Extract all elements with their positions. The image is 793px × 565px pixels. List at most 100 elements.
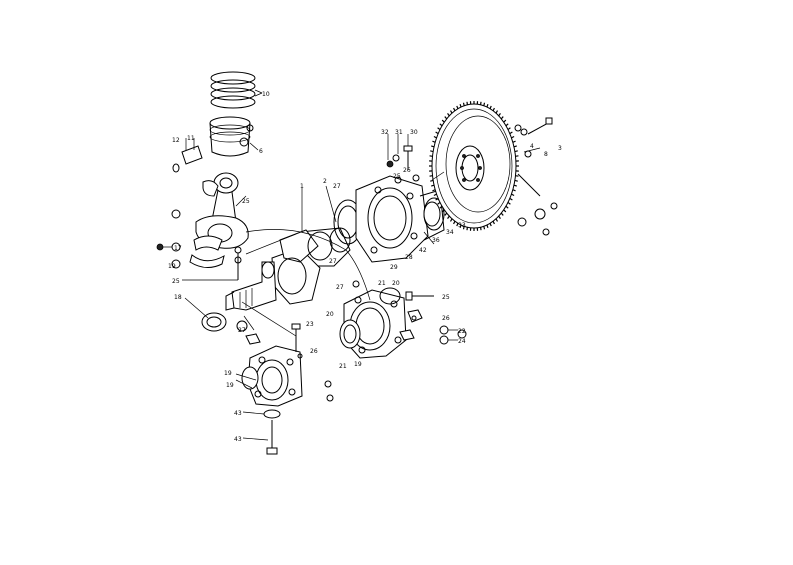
label-18: 18 xyxy=(174,294,182,301)
gear-tooth xyxy=(493,221,494,224)
gear-tooth xyxy=(454,108,455,111)
gear-tooth xyxy=(436,132,439,134)
gear-tooth xyxy=(484,103,485,106)
gear-tooth xyxy=(448,216,450,218)
gear-tooth xyxy=(434,194,437,195)
middle-housing-bolts xyxy=(400,292,466,344)
gear-tooth xyxy=(490,223,491,226)
label-3: 3 xyxy=(558,145,562,152)
label-21b: 21 xyxy=(339,363,347,370)
label-32: 32 xyxy=(381,129,389,136)
gear-tooth xyxy=(504,210,506,212)
gear-tooth xyxy=(510,198,513,200)
piston-rings xyxy=(211,72,262,108)
middle-bearing-housing xyxy=(340,281,406,358)
label-24: 24 xyxy=(458,338,466,345)
label-6: 6 xyxy=(259,148,263,155)
label-10: 10 xyxy=(262,91,270,98)
gear-tooth xyxy=(515,180,518,181)
gear-tooth xyxy=(450,111,452,114)
gear-tooth xyxy=(430,180,433,181)
label-27d: 27 xyxy=(238,327,246,334)
label-34: 34 xyxy=(446,229,454,236)
gear-tooth xyxy=(511,194,514,195)
gear-tooth xyxy=(506,124,508,126)
label-19b: 19 xyxy=(224,370,232,377)
label-19d: 19 xyxy=(168,263,176,270)
label-8: 8 xyxy=(544,151,548,158)
label-12: 12 xyxy=(172,137,180,144)
front-bearing-housing xyxy=(242,324,302,406)
gear-tooth xyxy=(513,141,516,142)
gear-tooth xyxy=(499,216,501,218)
gear-tooth xyxy=(450,219,452,222)
label-2: 2 xyxy=(323,178,327,185)
label-25d: 25 xyxy=(242,198,250,205)
gear-tooth xyxy=(506,206,508,208)
label-36: 36 xyxy=(432,237,440,244)
label-33: 33 xyxy=(458,222,466,229)
label-20a: 20 xyxy=(392,280,400,287)
gear-tooth xyxy=(493,108,494,111)
label-26a: 26 xyxy=(403,167,411,174)
gear-tooth xyxy=(463,103,464,106)
gear-tooth xyxy=(445,213,447,215)
label-31: 31 xyxy=(395,129,403,136)
gear-tooth xyxy=(457,106,458,109)
gear-tooth xyxy=(504,120,506,122)
piston xyxy=(210,117,258,156)
gear-tooth xyxy=(487,225,488,228)
gear-tooth xyxy=(438,128,440,130)
gear-tooth xyxy=(501,117,503,119)
label-26c: 26 xyxy=(310,348,318,355)
gear-tooth xyxy=(454,221,455,224)
label-27a: 27 xyxy=(333,183,341,190)
flywheel-bolts xyxy=(515,118,557,235)
gear-tooth xyxy=(430,151,433,152)
gear-tooth xyxy=(438,202,440,204)
label-17: 17 xyxy=(174,245,182,252)
label-23: 23 xyxy=(306,321,314,328)
gear-tooth xyxy=(434,136,437,137)
label-19c: 19 xyxy=(226,382,234,389)
flywheel xyxy=(432,104,516,228)
label-25a: 25 xyxy=(393,173,401,180)
gear-tooth xyxy=(445,117,447,119)
gear-tooth xyxy=(496,219,498,222)
gear-tooth xyxy=(442,120,444,122)
label-25c: 25 xyxy=(172,278,180,285)
gear-tooth xyxy=(508,202,510,204)
label-1: 1 xyxy=(300,183,304,190)
label-22: 22 xyxy=(458,328,466,335)
label-42: 42 xyxy=(419,247,427,254)
gear-tooth xyxy=(501,213,503,215)
gear-tooth xyxy=(448,113,450,115)
label-29: 29 xyxy=(390,264,398,271)
label-11: 11 xyxy=(187,135,195,142)
label-43a: 43 xyxy=(234,410,242,417)
gear-tooth xyxy=(508,128,510,130)
gear-tooth xyxy=(432,141,435,142)
gear-tooth xyxy=(440,124,442,126)
gear-tooth xyxy=(496,111,498,114)
label-26b: 26 xyxy=(442,315,450,322)
label-43b: 43 xyxy=(234,436,242,443)
label-4: 4 xyxy=(530,143,534,150)
label-28: 28 xyxy=(405,254,413,261)
gear-tooth xyxy=(432,190,435,191)
label-20b: 20 xyxy=(326,311,334,318)
label-30: 30 xyxy=(410,129,418,136)
gear-tooth xyxy=(460,104,461,107)
gear-tooth xyxy=(511,136,514,137)
gear-tooth xyxy=(499,113,501,115)
label-19a: 19 xyxy=(354,361,362,368)
gear-tooth xyxy=(484,226,485,229)
gear-tooth xyxy=(490,106,491,109)
label-27b: 27 xyxy=(329,258,337,265)
label-21a: 21 xyxy=(378,280,386,287)
gear-tooth xyxy=(515,151,518,152)
label-27c: 27 xyxy=(336,284,344,291)
piston-pin xyxy=(173,125,253,172)
